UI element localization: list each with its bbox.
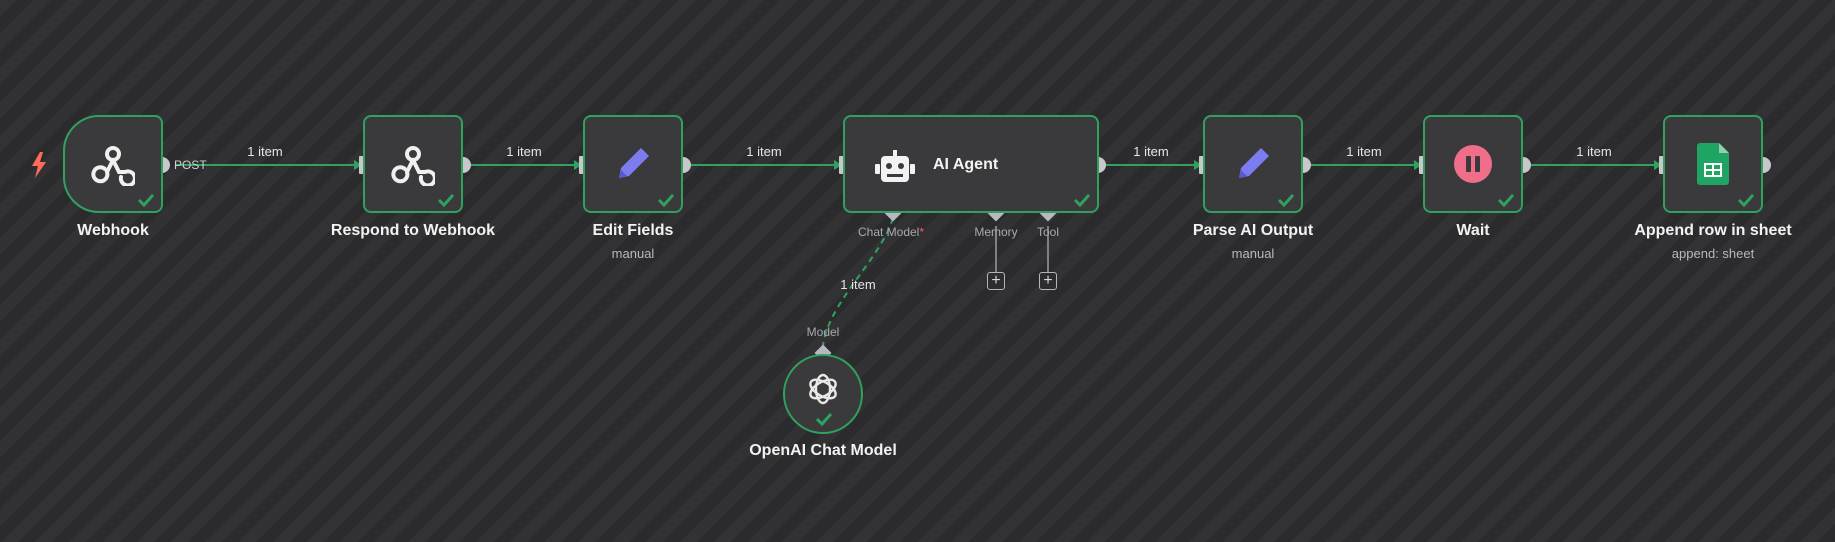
webhook-icon <box>391 146 435 186</box>
connection-label: 1 item <box>506 144 542 159</box>
success-check-icon <box>137 193 155 207</box>
success-check-icon <box>437 193 455 207</box>
node-append-row[interactable] <box>1663 115 1763 213</box>
arrow-head <box>354 160 362 170</box>
trigger-bolt-icon <box>32 152 46 178</box>
add-memory-button[interactable]: + <box>987 272 1005 290</box>
node-parse-ai-output[interactable] <box>1203 115 1303 213</box>
connection-label: 1 item <box>746 144 782 159</box>
connection-label: 1 item <box>247 144 283 159</box>
arrow-head <box>574 160 582 170</box>
required-marker: * <box>919 225 925 239</box>
node-subtitle-append: append: sheet <box>1671 246 1755 261</box>
node-respond-to-webhook[interactable] <box>363 115 463 213</box>
pause-icon <box>1454 145 1492 183</box>
node-edit-fields[interactable] <box>583 115 683 213</box>
node-title-wait: Wait <box>1456 222 1490 239</box>
success-check-icon <box>657 193 675 207</box>
node-wait[interactable] <box>1423 115 1523 213</box>
node-title-append: Append row in sheet <box>1634 222 1792 239</box>
arrow-head <box>1654 160 1662 170</box>
connection-label: 1 item <box>1576 144 1612 159</box>
node-title-edit-fields: Edit Fields <box>592 222 674 239</box>
connection-label-model: 1 item <box>840 277 876 292</box>
tool-port-label: Tool <box>1036 225 1060 239</box>
pencil-icon <box>1239 148 1269 178</box>
model-port-label: Model <box>806 325 840 339</box>
node-title-webhook: Webhook <box>77 222 149 239</box>
node-subtitle-parse: manual <box>1231 246 1275 261</box>
arrow-head <box>834 160 842 170</box>
node-subtitle-edit-fields: manual <box>611 246 655 261</box>
success-check-icon <box>1737 193 1755 207</box>
openai-icon <box>809 374 837 405</box>
connection-label: 1 item <box>1133 144 1169 159</box>
connection-model-agent <box>822 217 894 346</box>
webhook-method-label: POST <box>174 158 207 172</box>
robot-icon <box>875 150 915 182</box>
node-ai-agent[interactable]: AI Agent <box>843 115 1099 213</box>
chat-model-label-text: Chat Model <box>857 225 920 239</box>
success-check-icon <box>1277 193 1295 207</box>
node-openai-chat-model[interactable] <box>783 354 863 434</box>
success-check-icon <box>1073 193 1091 207</box>
connection-label: 1 item <box>1346 144 1382 159</box>
arrow-head <box>1194 160 1202 170</box>
node-title-openai: OpenAI Chat Model <box>749 442 897 459</box>
success-check-icon <box>1497 193 1515 207</box>
success-check-icon <box>815 412 833 426</box>
chat-model-port-label: Chat Model* <box>858 225 924 239</box>
pencil-icon <box>619 148 649 178</box>
memory-port-label: Memory <box>974 225 1018 239</box>
webhook-icon <box>91 146 135 186</box>
google-sheets-icon <box>1697 143 1729 185</box>
node-title-parse: Parse AI Output <box>1192 222 1314 239</box>
node-title-respond: Respond to Webhook <box>330 222 496 239</box>
node-title-ai-agent: AI Agent <box>933 156 999 173</box>
node-webhook[interactable] <box>63 115 163 213</box>
add-tool-button[interactable]: + <box>1039 272 1057 290</box>
arrow-head <box>1414 160 1422 170</box>
